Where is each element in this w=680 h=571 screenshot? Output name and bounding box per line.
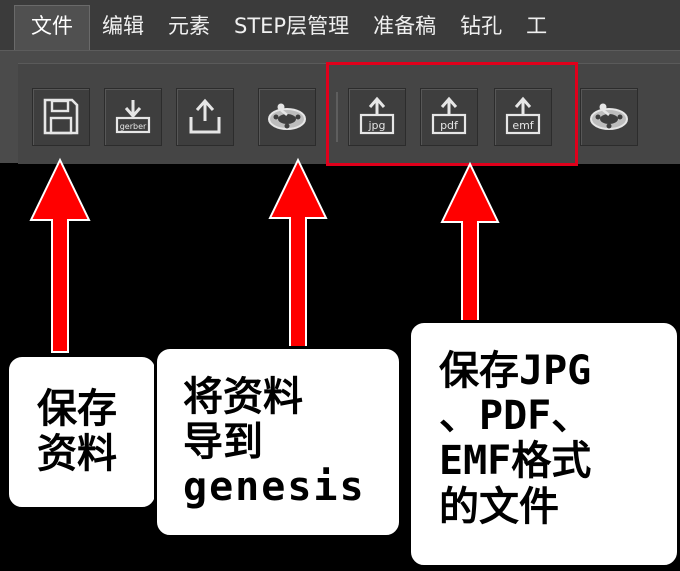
menu-element[interactable]: 元素 (168, 14, 210, 38)
callout-save: 保存 资料 (6, 354, 158, 510)
export-icon (189, 98, 221, 134)
callout-formats-line: 保存JPG (439, 348, 592, 394)
callout-save-line: 资料 (37, 431, 117, 478)
callout-formats: 保存JPG 、PDF、 EMF格式 的文件 (408, 320, 680, 568)
menu-prepare[interactable]: 准备稿 (373, 14, 437, 38)
arrow-genesis (268, 157, 328, 351)
genesis-icon (590, 103, 628, 130)
import-gerber-icon: gerber (115, 100, 151, 134)
genesis-icon (268, 103, 306, 130)
arrow-save (29, 157, 91, 353)
callout-formats-line: EMF格式 (439, 438, 592, 485)
genesis-import-button[interactable] (580, 88, 638, 146)
export-jpg-icon: jpg (359, 96, 395, 135)
save-button[interactable] (32, 88, 90, 146)
emf-caption: emf (512, 119, 534, 132)
genesis-export-button[interactable] (258, 88, 316, 146)
menu-tools[interactable]: 工 (526, 14, 548, 38)
callout-genesis: 将资料 导到 genesis (154, 346, 402, 538)
menu-edit[interactable]: 编辑 (102, 14, 144, 38)
pdf-caption: pdf (440, 119, 459, 132)
callout-formats-line: 的文件 (439, 483, 559, 530)
gerber-caption: gerber (120, 122, 147, 131)
export-emf-button[interactable]: emf (494, 88, 552, 146)
arrow-formats (440, 161, 500, 323)
save-icon (43, 98, 79, 135)
menu-bar: 文件 编辑 元素 STEP层管理 准备稿 钻孔 工 (0, 0, 680, 50)
callout-genesis-line: genesis (183, 464, 366, 511)
callout-formats-line: 、PDF、 (439, 393, 592, 440)
import-gerber-button[interactable]: gerber (104, 88, 162, 146)
export-pdf-button[interactable]: pdf (420, 88, 478, 146)
menu-step-layer[interactable]: STEP层管理 (234, 14, 350, 38)
callout-genesis-line: 导到 (183, 419, 263, 466)
export-group-highlight (326, 62, 578, 166)
toolbar-panel: gerber (18, 63, 680, 164)
export-pdf-icon: pdf (431, 96, 467, 135)
export-jpg-button[interactable]: jpg (348, 88, 406, 146)
menu-drill[interactable]: 钻孔 (460, 14, 503, 38)
callout-save-line: 保存 (37, 386, 117, 432)
callout-genesis-line: 将资料 (183, 374, 303, 420)
menu-file[interactable]: 文件 (14, 5, 90, 50)
toolbar-separator (336, 92, 338, 142)
jpg-caption: jpg (367, 119, 385, 132)
export-emf-icon: emf (505, 96, 541, 135)
toolbar: gerber (0, 50, 680, 164)
export-button[interactable] (176, 88, 234, 146)
